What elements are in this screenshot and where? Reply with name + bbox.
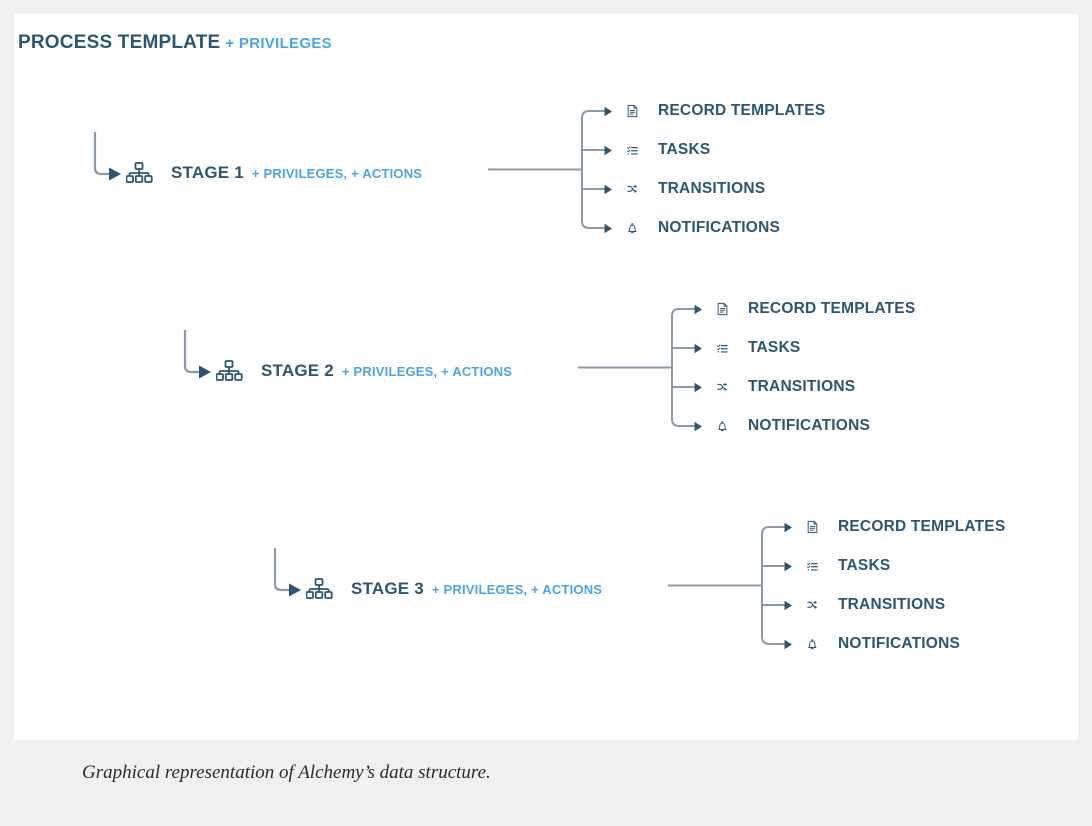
child-item-notifications[interactable]: NOTIFICATIONS [604, 215, 780, 241]
child-item-transitions[interactable]: TRANSITIONS [694, 374, 855, 400]
stage-header-2[interactable]: STAGE 2 + PRIVILEGES, + ACTIONS [216, 356, 512, 386]
arrow-icon [784, 639, 800, 650]
document-icon [807, 516, 828, 538]
stage-bracket-1 [487, 98, 622, 254]
child-item-record-templates[interactable]: RECORD TEMPLATES [604, 98, 825, 124]
child-label: TASKS [658, 141, 711, 158]
arrow-icon [604, 223, 620, 234]
child-label: RECORD TEMPLATES [748, 300, 916, 317]
stage-accent-3: + PRIVILEGES, + ACTIONS [431, 581, 603, 597]
stage-label-1: STAGE 1 [171, 163, 244, 182]
arrow-icon [604, 106, 620, 117]
page-title-main: PROCESS TEMPLATE [18, 32, 221, 53]
stage-bracket-2 [577, 296, 712, 452]
arrow-icon [784, 600, 800, 611]
child-label: TASKS [748, 339, 801, 356]
stage-accent-2: + PRIVILEGES, + ACTIONS [341, 363, 513, 379]
arrow-icon [604, 145, 620, 156]
child-label: TRANSITIONS [658, 180, 766, 197]
shuffle-icon [807, 596, 828, 614]
stage-header-3[interactable]: STAGE 3 + PRIVILEGES, + ACTIONS [306, 574, 602, 604]
stage-accent-1: + PRIVILEGES, + ACTIONS [251, 165, 423, 181]
document-icon [627, 100, 648, 122]
child-item-transitions[interactable]: TRANSITIONS [604, 176, 765, 202]
stage-connector-arrow-1 [92, 130, 126, 181]
arrow-icon [784, 522, 800, 533]
stage-label-3: STAGE 3 [351, 579, 424, 598]
child-item-notifications[interactable]: NOTIFICATIONS [784, 631, 960, 657]
child-item-record-templates[interactable]: RECORD TEMPLATES [784, 514, 1005, 540]
sitemap-icon [306, 578, 342, 600]
arrow-icon [694, 421, 710, 432]
bell-icon [717, 417, 738, 436]
sitemap-icon [216, 360, 252, 382]
child-label: NOTIFICATIONS [838, 635, 960, 652]
bell-icon [807, 635, 828, 654]
stage-connector-arrow-2 [182, 328, 216, 379]
child-label: RECORD TEMPLATES [658, 102, 826, 119]
stage-label-2: STAGE 2 [261, 361, 334, 380]
shuffle-icon [717, 378, 738, 396]
bell-icon [627, 219, 648, 238]
child-item-notifications[interactable]: NOTIFICATIONS [694, 413, 870, 439]
child-label: RECORD TEMPLATES [838, 518, 1006, 535]
stage-connector-arrow-3 [272, 546, 306, 597]
child-item-tasks[interactable]: TASKS [694, 335, 800, 361]
arrow-icon [694, 382, 710, 393]
stage-bracket-3 [667, 514, 802, 670]
shuffle-icon [627, 180, 648, 198]
arrow-icon [604, 184, 620, 195]
child-label: TASKS [838, 557, 891, 574]
child-label: TRANSITIONS [838, 596, 946, 613]
document-icon [717, 298, 738, 320]
child-item-tasks[interactable]: TASKS [784, 553, 890, 579]
child-label: NOTIFICATIONS [658, 219, 780, 236]
figure-caption: Graphical representation of Alchemy’s da… [82, 762, 491, 783]
checklist-icon [717, 338, 738, 359]
checklist-icon [627, 140, 648, 161]
checklist-icon [807, 556, 828, 577]
sitemap-icon [126, 162, 162, 184]
arrow-icon [784, 561, 800, 572]
arrow-icon [694, 304, 710, 315]
stage-header-1[interactable]: STAGE 1 + PRIVILEGES, + ACTIONS [126, 158, 422, 188]
child-item-tasks[interactable]: TASKS [604, 137, 710, 163]
diagram-card [14, 14, 1078, 740]
child-item-transitions[interactable]: TRANSITIONS [784, 592, 945, 618]
page-title-accent: + PRIVILEGES [225, 35, 332, 52]
child-label: TRANSITIONS [748, 378, 856, 395]
arrow-icon [694, 343, 710, 354]
page-title: PROCESS TEMPLATE+ PRIVILEGES [18, 32, 332, 54]
child-item-record-templates[interactable]: RECORD TEMPLATES [694, 296, 915, 322]
child-label: NOTIFICATIONS [748, 417, 870, 434]
